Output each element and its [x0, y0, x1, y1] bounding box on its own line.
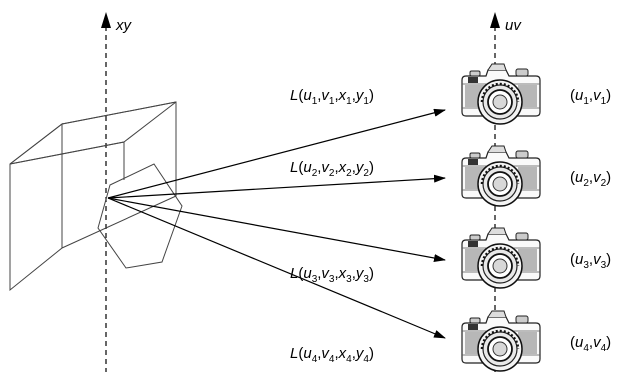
- ray-label-4-sub-1: 4: [329, 354, 335, 365]
- ray-label-4-var-1: v: [321, 345, 330, 362]
- ray-label-3-fn: L: [290, 265, 298, 282]
- camera-label-1-sub-1: 1: [601, 96, 607, 107]
- camera-label-2: (u2,v2): [570, 169, 611, 189]
- ray-label-4-var-3: y: [355, 345, 365, 362]
- ray-label-3-sub-0: 3: [312, 274, 318, 285]
- ray-label-1-sub-1: 1: [329, 96, 335, 107]
- camera-label-3-var-1: v: [593, 251, 602, 268]
- camera-label-4-var-1: v: [593, 334, 602, 351]
- ray-label-2-sub-1: 2: [329, 168, 335, 179]
- ray-label-2-sub-0: 2: [312, 168, 318, 179]
- camera-label-1: (u1,v1): [570, 87, 611, 107]
- ray-label-1-var-3: y: [355, 87, 365, 104]
- ray-label-1-var-0: u: [303, 87, 312, 104]
- camera-icon-4: [460, 309, 542, 373]
- ray-label-2-var-2: x: [338, 159, 347, 176]
- ray-label-3-sub-1: 3: [329, 274, 335, 285]
- ray-arrow-1: [107, 108, 446, 199]
- camera-label-4-var-0: u: [575, 334, 584, 351]
- ray-label-4-var-2: x: [338, 345, 347, 362]
- ray-label-4-sub-0: 4: [312, 354, 318, 365]
- ray-label-2-var-0: u: [303, 159, 312, 176]
- box-camera: [9, 101, 183, 292]
- box-camera-edge: [9, 141, 125, 180]
- ray-arrow-4: [107, 197, 446, 339]
- camera-label-1-sub-0: 1: [583, 96, 589, 107]
- ray-label-3-var-3: y: [355, 265, 365, 282]
- uv-axis-arrowhead: [490, 12, 500, 28]
- uv-axis-label: uv: [505, 17, 522, 34]
- ray-label-3-var-1: v: [321, 265, 330, 282]
- camera-label-4-sub-1: 4: [601, 343, 607, 354]
- camera-label-4-sub-0: 4: [583, 343, 589, 354]
- ray-label-4-sub-2: 4: [346, 354, 352, 365]
- ray-label-2: L(u2,v2,x2,y2): [290, 159, 374, 179]
- camera-label-2-sub-0: 2: [583, 178, 589, 189]
- ray-label-4-var-0: u: [303, 345, 312, 362]
- ray-label-2-sub-2: 2: [346, 168, 352, 179]
- camera-label-3-sub-1: 3: [601, 260, 607, 271]
- camera-icon-2: [460, 144, 542, 208]
- ray-label-1: L(u1,v1,x1,y1): [290, 87, 374, 107]
- camera-label-4: (u4,v4): [570, 334, 611, 354]
- ray-label-1-sub-0: 1: [312, 96, 318, 107]
- camera-label-1-var-0: u: [575, 87, 584, 104]
- ray-label-2-sub-3: 2: [363, 168, 369, 179]
- ray-label-2-var-1: v: [321, 159, 330, 176]
- ray-label-4-fn: L: [290, 345, 298, 362]
- ray-label-1-sub-3: 1: [363, 96, 369, 107]
- ray-label-4: L(u4,v4,x4,y4): [290, 345, 374, 365]
- box-camera-top: [9, 101, 177, 165]
- camera-label-2-var-1: v: [593, 169, 602, 186]
- camera-icon-3: [460, 226, 542, 290]
- ray-label-1-fn: L: [290, 87, 298, 104]
- box-camera-front: [61, 101, 177, 249]
- ray-label-1-var-1: v: [321, 87, 330, 104]
- box-camera-side: [9, 122, 63, 292]
- xy-axis-arrowhead: [101, 12, 111, 28]
- xy-axis-label: xy: [115, 17, 133, 34]
- camera-label-2-var-0: u: [575, 169, 584, 186]
- camera-label-3-var-0: u: [575, 251, 584, 268]
- ray-arrow-3: [107, 197, 446, 262]
- ray-label-4-sub-3: 4: [363, 354, 369, 365]
- ray-label-3-var-2: x: [338, 265, 347, 282]
- camera-label-3: (u3,v3): [570, 251, 611, 271]
- ray-label-1-var-2: x: [338, 87, 347, 104]
- camera-icon-1: [460, 62, 542, 126]
- camera-label-2-sub-1: 2: [601, 178, 607, 189]
- camera-label-1-var-1: v: [593, 87, 602, 104]
- box-camera-lens: [97, 163, 183, 269]
- ray-label-3-sub-3: 3: [363, 274, 369, 285]
- ray-label-1-sub-2: 1: [346, 96, 352, 107]
- ray-label-3: L(u3,v3,x3,y3): [290, 265, 374, 285]
- ray-label-3-var-0: u: [303, 265, 312, 282]
- ray-arrow-2: [107, 174, 446, 199]
- ray-label-3-sub-2: 3: [346, 274, 352, 285]
- ray-label-2-fn: L: [290, 159, 298, 176]
- ray-label-2-var-3: y: [355, 159, 365, 176]
- camera-label-3-sub-0: 3: [583, 260, 589, 271]
